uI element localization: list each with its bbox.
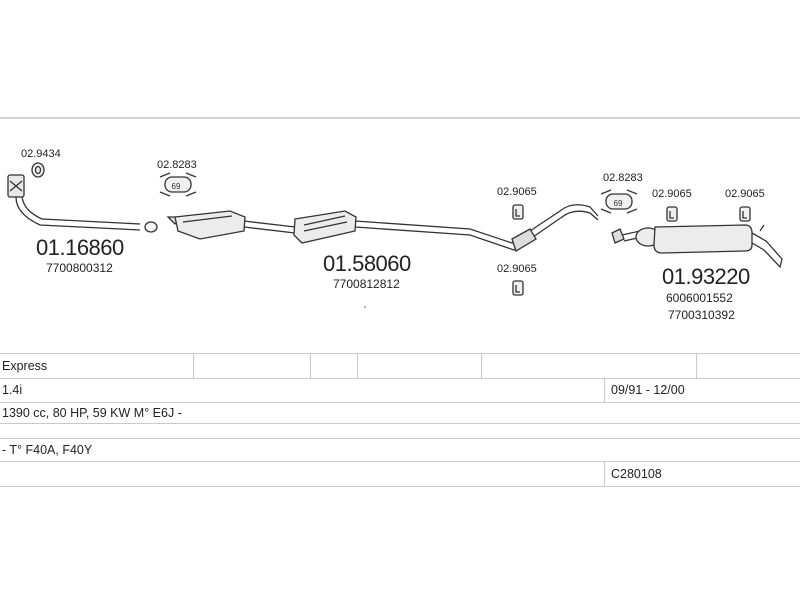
center-pipe-part	[166, 204, 599, 252]
rear-muffler-oem-1: 6006001552	[666, 291, 733, 305]
exhaust-system-drawing: 69 69	[7, 162, 783, 308]
front-pipe-part	[7, 174, 158, 233]
table-row-gearbox: - T° F40A, F40Y	[0, 439, 800, 462]
table-row-empty	[0, 424, 800, 439]
clamp-rear-icon	[600, 189, 638, 214]
clamp-front-code: 02.8283	[157, 159, 197, 171]
mount-mid-top-code: 02.9065	[497, 186, 537, 198]
rear-muffler-code: 01.93220	[662, 264, 750, 289]
mount-rear-2-code: 02.9065	[725, 188, 765, 200]
table-row-engine: 1.4i 09/91 - 12/00	[0, 378, 800, 403]
front-pipe-code: 01.16860	[36, 235, 124, 260]
rear-muffler-oem-2: 7700310392	[668, 308, 735, 322]
mount-rear-2-icon	[739, 206, 751, 222]
clamp-rear-badge: 69	[614, 199, 623, 208]
mount-mid-top-icon	[512, 204, 524, 220]
center-pipe-code: 01.58060	[323, 251, 411, 276]
vehicle-model: Express	[2, 359, 48, 373]
mount-rear-1-code: 02.9065	[652, 188, 692, 200]
gasket-front-code: 02.9434	[21, 148, 61, 160]
vehicle-years: 09/91 - 12/00	[611, 383, 685, 397]
exhaust-diagram: 69 69 02.9434 02.8283 01.16860 770080031…	[0, 117, 800, 489]
center-pipe-oem: 7700812812	[333, 277, 400, 291]
table-row-ref: C280108	[0, 462, 800, 487]
rear-muffler-part	[611, 224, 783, 269]
table-row-model: Express	[0, 353, 800, 379]
front-pipe-oem: 7700800312	[46, 261, 113, 275]
vehicle-ref: C280108	[611, 467, 662, 481]
mount-rear-1-icon	[666, 206, 678, 222]
table-row-specs: 1390 cc, 80 HP, 59 KW M° E6J -	[0, 403, 800, 424]
vehicle-gearbox: - T° F40A, F40Y	[2, 443, 93, 457]
vehicle-specs: 1390 cc, 80 HP, 59 KW M° E6J -	[2, 406, 182, 420]
mount-mid-bottom-code: 02.9065	[497, 263, 537, 275]
gasket-icon	[31, 162, 45, 178]
clamp-front-icon	[159, 172, 197, 197]
mount-mid-bottom-icon	[512, 280, 524, 296]
clamp-rear-code: 02.8283	[603, 172, 643, 184]
clamp-front-badge: 69	[172, 182, 181, 191]
vehicle-engine: 1.4i	[2, 383, 23, 397]
